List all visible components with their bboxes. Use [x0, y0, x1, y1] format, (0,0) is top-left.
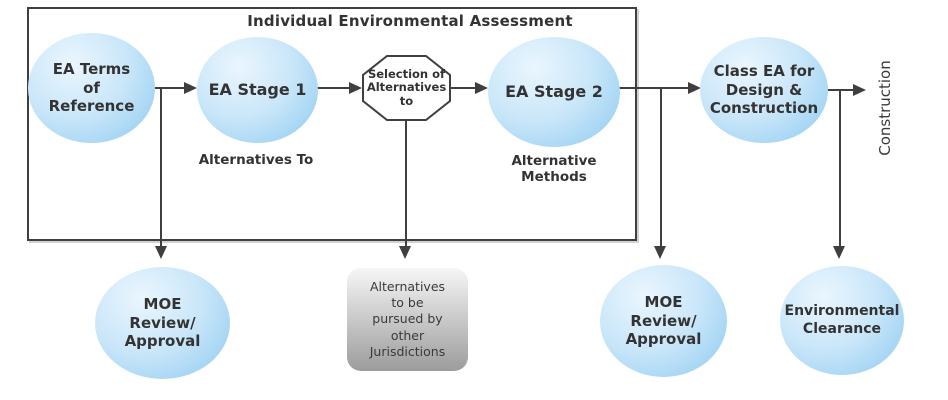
- node-selection-of-alternatives: Selection of Alternatives to: [362, 55, 451, 121]
- arrowhead-right-icon: [475, 82, 488, 94]
- connector-ea-terms-to-ea-stage1: [150, 87, 186, 89]
- connector-selection-to-alternatives-other: [405, 120, 407, 247]
- node-moe-review-approval-1: MOE Review/ Approval: [95, 267, 230, 379]
- connector-to-moe-review-2: [660, 87, 662, 247]
- arrowhead-down-icon: [155, 246, 167, 259]
- arrowhead-right-icon: [853, 84, 866, 96]
- arrowhead-down-icon: [399, 246, 411, 259]
- node-ea-stage-2: EA Stage 2: [488, 37, 620, 147]
- node-ea-terms-of-reference: EA Terms of Reference: [28, 33, 155, 143]
- connector-selection-to-ea-stage2: [449, 87, 477, 89]
- node-moe-review-approval-2: MOE Review/ Approval: [600, 265, 727, 377]
- node-class-ea-design-construction: Class EA for Design & Construction: [700, 37, 828, 143]
- diagram-title: Individual Environmental Assessment: [247, 12, 573, 30]
- arrowhead-down-icon: [654, 246, 666, 259]
- arrowhead-down-icon: [833, 246, 845, 259]
- node-ea-stage-1: EA Stage 1: [197, 37, 318, 143]
- connector-ea-stage1-to-selection: [316, 87, 351, 89]
- node-environmental-clearance: Environmental Clearance: [780, 266, 904, 375]
- arrowhead-right-icon: [349, 82, 362, 94]
- arrowhead-right-icon: [688, 82, 701, 94]
- individual-ea-boundary-box: [27, 7, 637, 241]
- arrowhead-right-icon: [184, 82, 197, 94]
- connector-ea-stage2-to-class-ea: [618, 87, 690, 89]
- node-alternatives-other-jurisdictions: Alternatives to be pursued by other Juri…: [347, 268, 468, 371]
- octagon-label: Selection of Alternatives to: [366, 67, 447, 108]
- octagon-shape-icon: [362, 55, 451, 121]
- label-alternative-methods: Alternative Methods: [511, 153, 597, 185]
- connector-to-env-clearance: [839, 89, 841, 247]
- label-alternatives-to: Alternatives To: [198, 152, 314, 168]
- connector-to-moe-review-1: [160, 87, 162, 247]
- label-construction: Construction: [876, 60, 894, 156]
